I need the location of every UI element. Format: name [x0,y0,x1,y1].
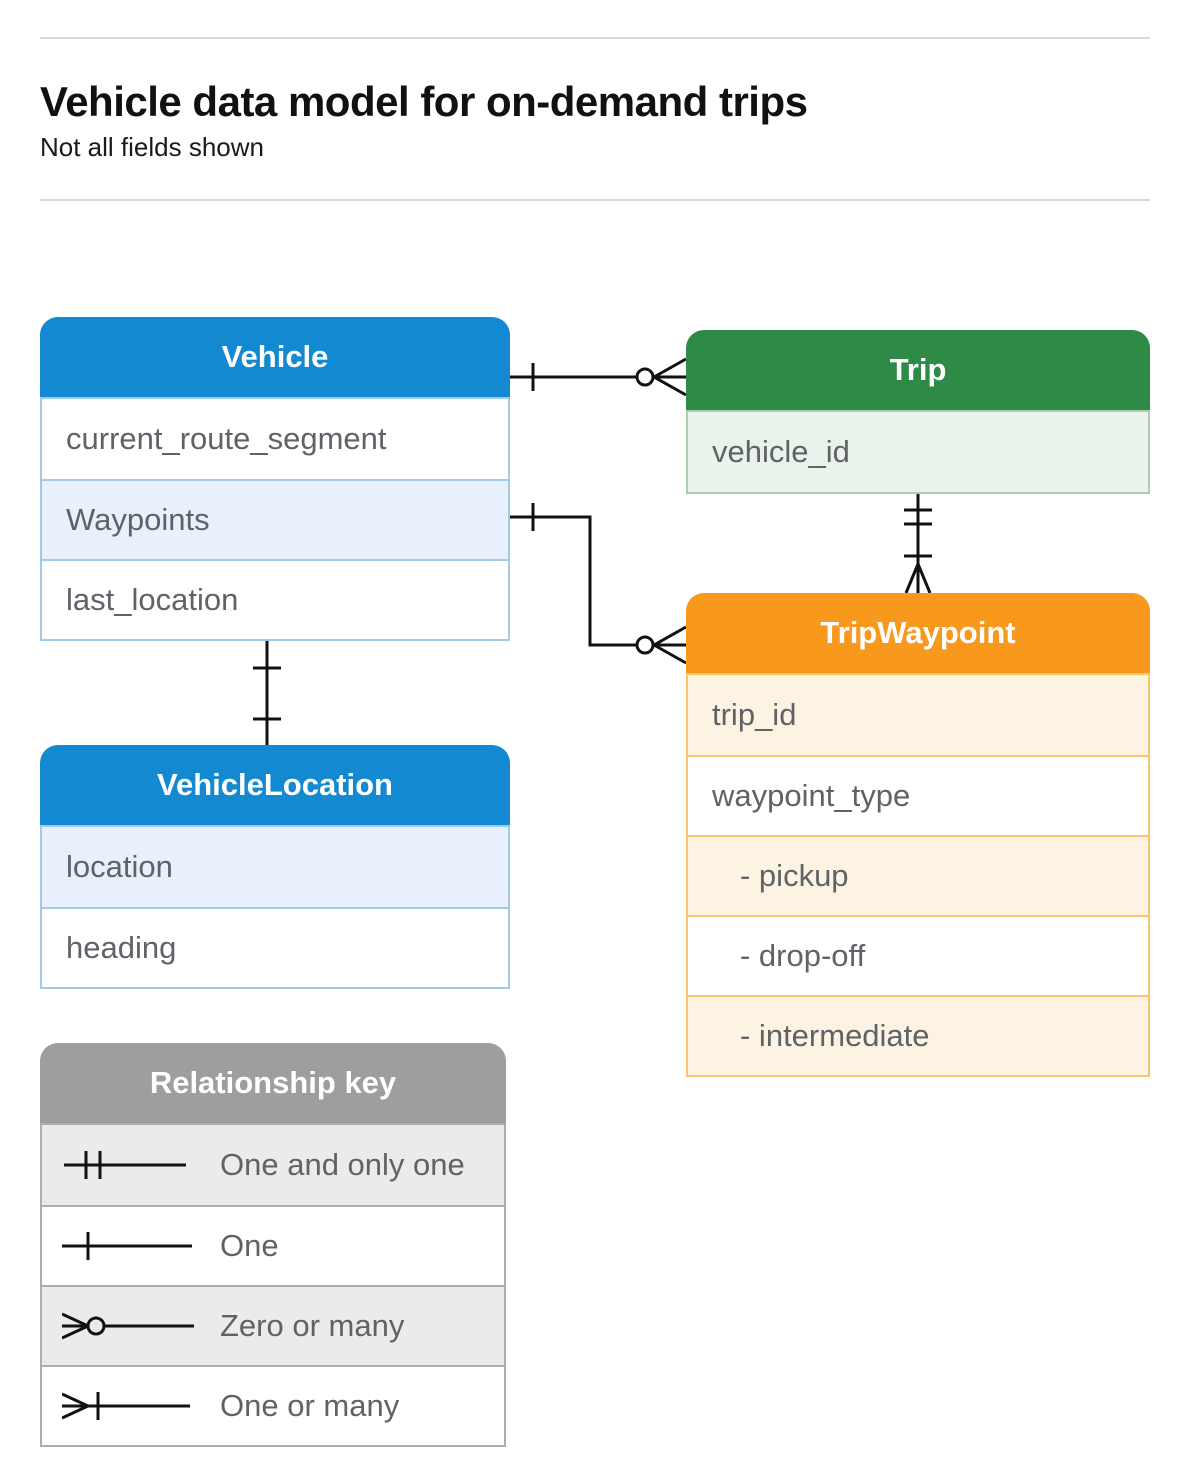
legend-item: Zero or many [42,1285,504,1365]
table-title: VehicleLocation [156,767,393,802]
field-row: waypoint_type [688,755,1148,835]
header-divider [40,199,1150,201]
crow-foot-marker [653,357,687,397]
legend-relationship-key: Relationship key One and only one One [40,1043,506,1447]
table-title: TripWaypoint [820,615,1016,650]
field-row: - pickup [688,835,1148,915]
page-title: Vehicle data model for on-demand trips [40,78,808,125]
entity-table-vehiclelocation: VehicleLocation location heading [40,745,510,989]
legend-body: One and only one One Zer [40,1123,506,1447]
field-label: heading [66,930,177,965]
top-divider [40,37,1150,39]
field-label: - pickup [740,858,849,893]
legend-label: One and only one [220,1147,465,1182]
table-body: trip_id waypoint_type - pickup - drop-of… [686,673,1150,1077]
crow-foot-marker [904,563,932,594]
legend-label: One or many [220,1388,400,1423]
field-row: current_route_segment [42,399,508,479]
field-label: current_route_segment [66,421,387,456]
field-row: Waypoints [42,479,508,559]
field-row: last_location [42,559,508,639]
field-label: Waypoints [66,502,210,537]
one-and-only-one-icon [64,1151,186,1179]
table-header-vehiclelocation: VehicleLocation [40,745,510,825]
legend-item: One and only one [42,1125,504,1205]
table-title: Trip [889,352,947,387]
connector-trip-tripwaypoint [904,492,932,594]
legend-label: Zero or many [220,1308,405,1343]
field-row: location [42,827,508,907]
one-icon [62,1232,192,1260]
table-body: current_route_segment Waypoints last_loc… [40,397,510,641]
legend-title: Relationship key [149,1065,397,1100]
connector-vehicle-trip [510,357,687,397]
connector-vehicle-vehiclelocation [253,639,281,745]
field-label: trip_id [712,697,797,732]
legend-label: One [220,1228,279,1263]
legend-item: One [42,1205,504,1285]
field-label: vehicle_id [712,434,850,469]
zero-or-many-icon [62,1312,194,1340]
field-label: - intermediate [740,1018,930,1053]
one-and-only-one-marker [904,508,932,526]
entity-table-tripwaypoint: TripWaypoint trip_id waypoint_type - pic… [686,593,1150,1077]
table-header-trip: Trip [686,330,1150,410]
table-body: vehicle_id [686,410,1150,494]
field-row: trip_id [688,675,1148,755]
entity-table-trip: Trip vehicle_id [686,330,1150,494]
table-header-vehicle: Vehicle [40,317,510,397]
table-title: Vehicle [221,339,329,374]
zero-marker [635,635,655,655]
legend-header: Relationship key [40,1043,506,1123]
field-label: - drop-off [740,938,866,973]
field-row: - intermediate [688,995,1148,1075]
field-row: heading [42,907,508,987]
field-label: waypoint_type [712,778,911,813]
page-subtitle: Not all fields shown [40,132,264,162]
field-label: last_location [66,582,239,617]
one-or-many-icon [62,1392,190,1420]
entity-table-vehicle: Vehicle current_route_segment Waypoints … [40,317,510,641]
crow-foot-marker [653,625,687,665]
field-row: vehicle_id [688,412,1148,492]
zero-marker [635,367,655,387]
table-header-tripwaypoint: TripWaypoint [686,593,1150,673]
field-label: location [66,849,173,884]
field-row: - drop-off [688,915,1148,995]
table-body: location heading [40,825,510,989]
legend-item: One or many [42,1365,504,1445]
connector-waypoints-tripwaypoint [510,503,687,665]
